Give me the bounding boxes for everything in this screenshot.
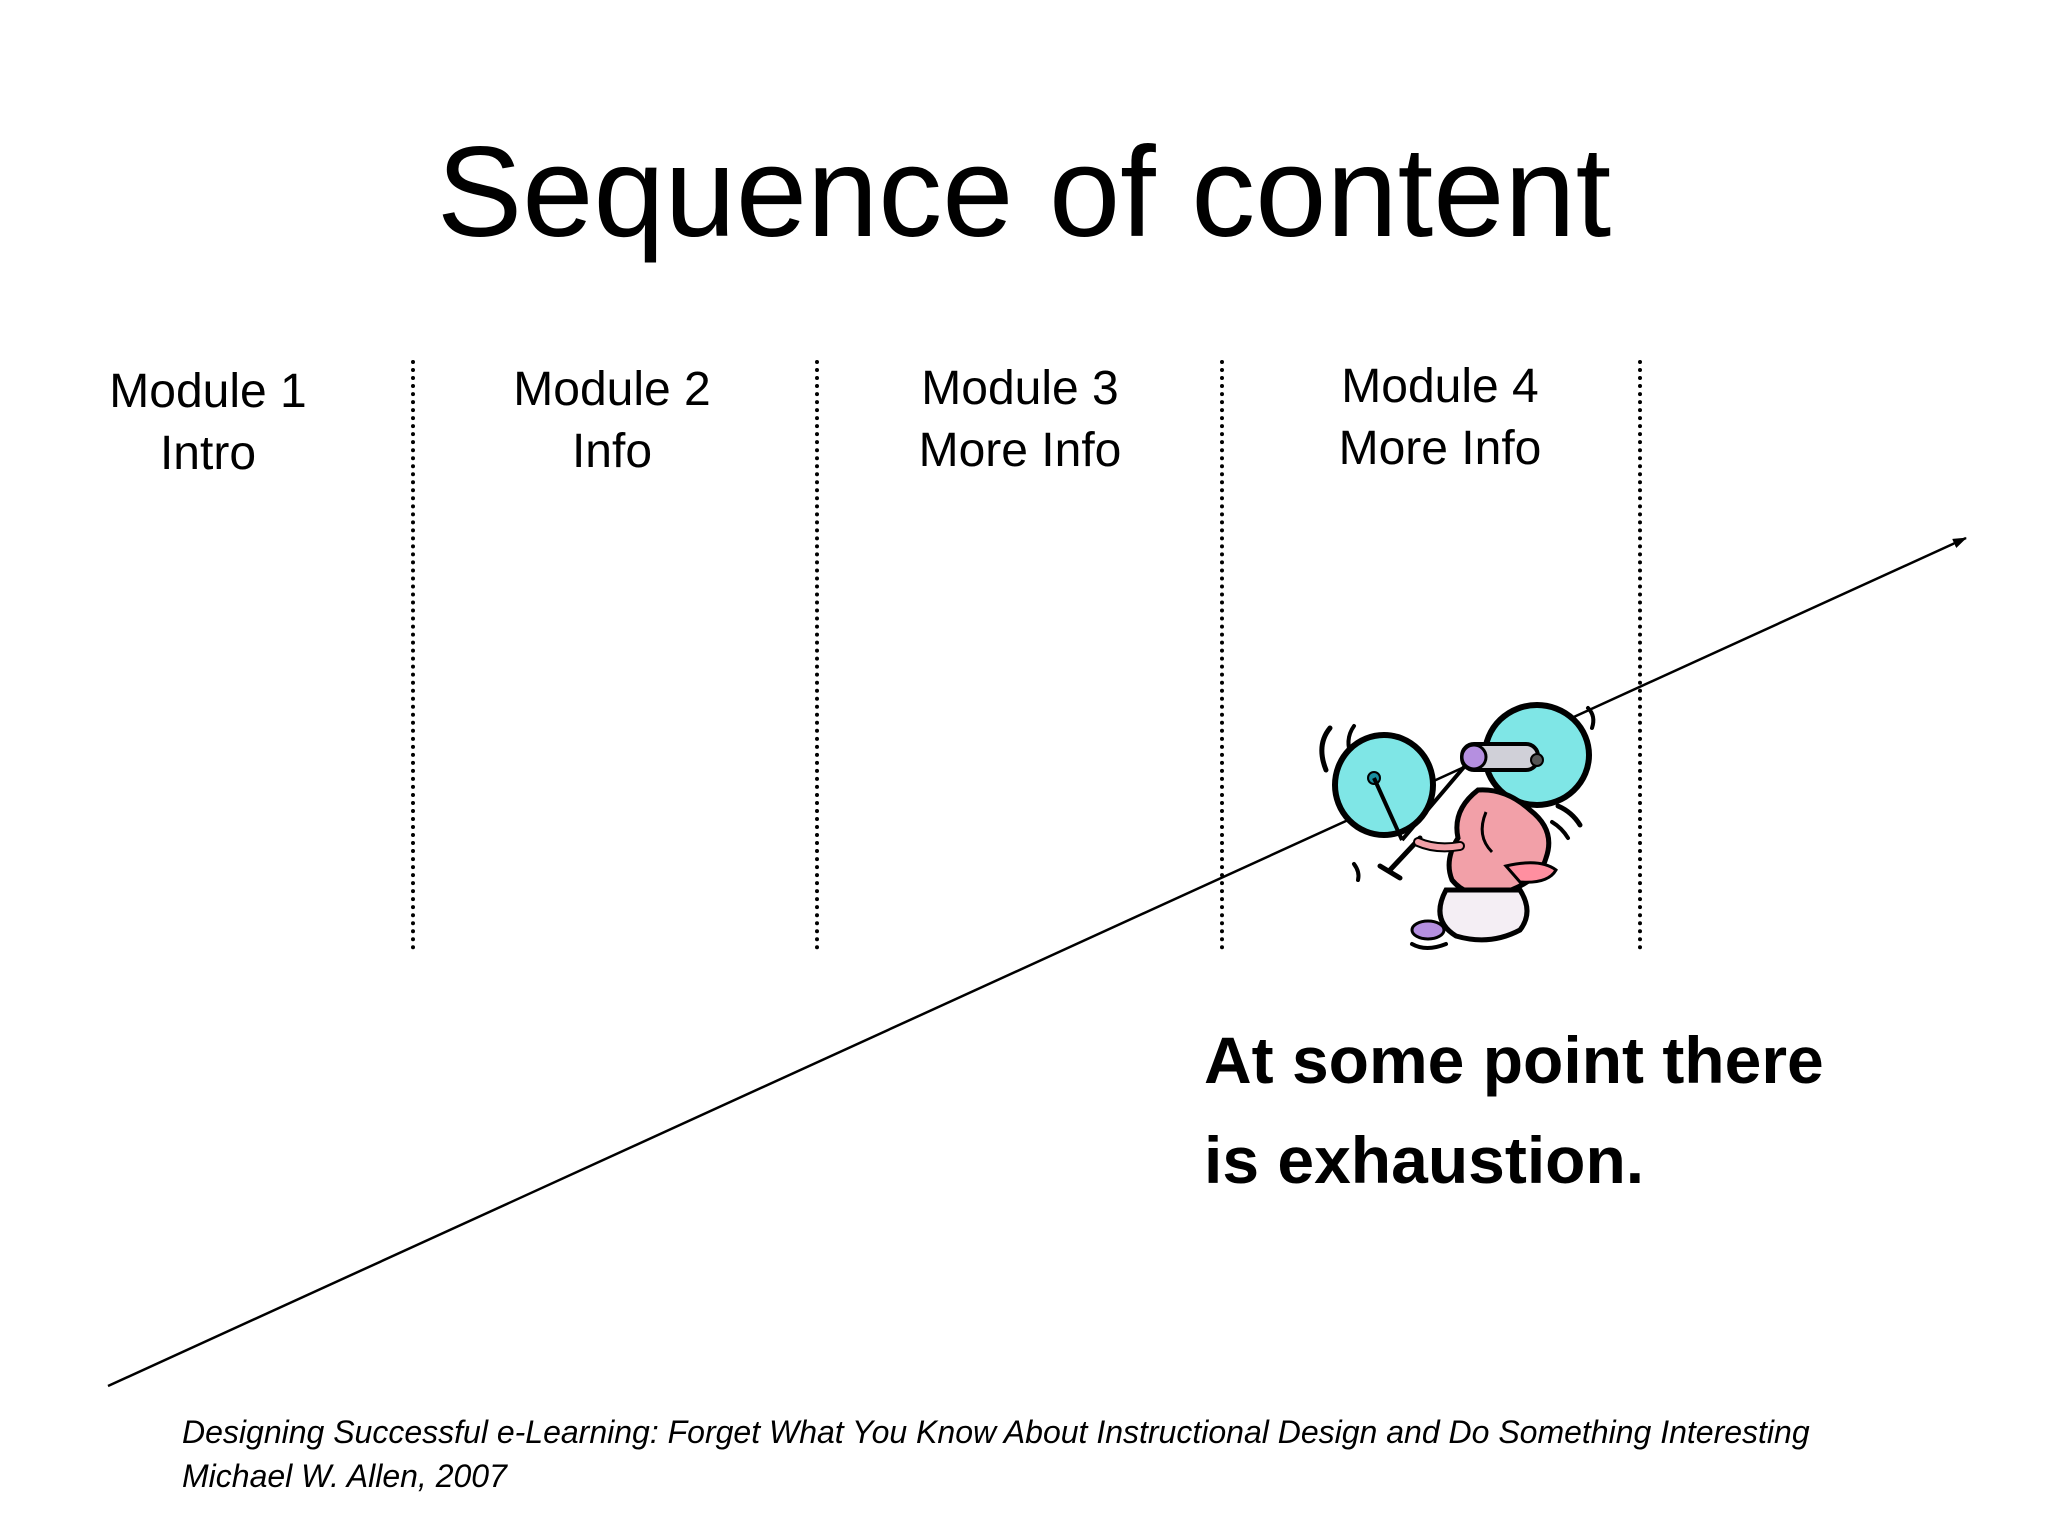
module-1-name: Module 1: [109, 365, 307, 418]
module-divider-4: [1638, 360, 1642, 950]
module-2-name: Module 2: [513, 363, 711, 416]
module-2-label: Module 2 Info: [432, 359, 792, 483]
module-4-name: Module 4: [1341, 360, 1539, 413]
module-divider-2: [815, 360, 819, 950]
module-1-label: Module 1 Intro: [28, 361, 388, 485]
callout-line-2: is exhaustion.: [1204, 1123, 1645, 1197]
source-citation: Designing Successful e-Learning: Forget …: [182, 1410, 2002, 1498]
citation-author: Michael W. Allen, 2007: [182, 1458, 507, 1494]
callout-line-1: At some point there: [1204, 1023, 1824, 1097]
slide-title: Sequence of content: [436, 121, 1612, 264]
module-4-subtitle: More Info: [1338, 422, 1542, 475]
citation-title: Designing Successful e-Learning: Forget …: [182, 1414, 1810, 1450]
module-3-label: Module 3 More Info: [840, 358, 1200, 482]
module-4-label: Module 4 More Info: [1260, 356, 1620, 480]
module-1-subtitle: Intro: [159, 427, 257, 480]
module-3-name: Module 3: [921, 362, 1119, 415]
module-2-subtitle: Info: [571, 425, 653, 478]
module-divider-3: [1220, 360, 1224, 950]
cyclist-clipart-icon: [1319, 702, 1596, 950]
module-3-subtitle: More Info: [918, 424, 1122, 477]
progress-arrow: [107, 536, 1967, 1388]
exhaustion-callout: At some point there is exhaustion.: [1204, 1010, 1964, 1210]
module-divider-1: [411, 360, 415, 950]
